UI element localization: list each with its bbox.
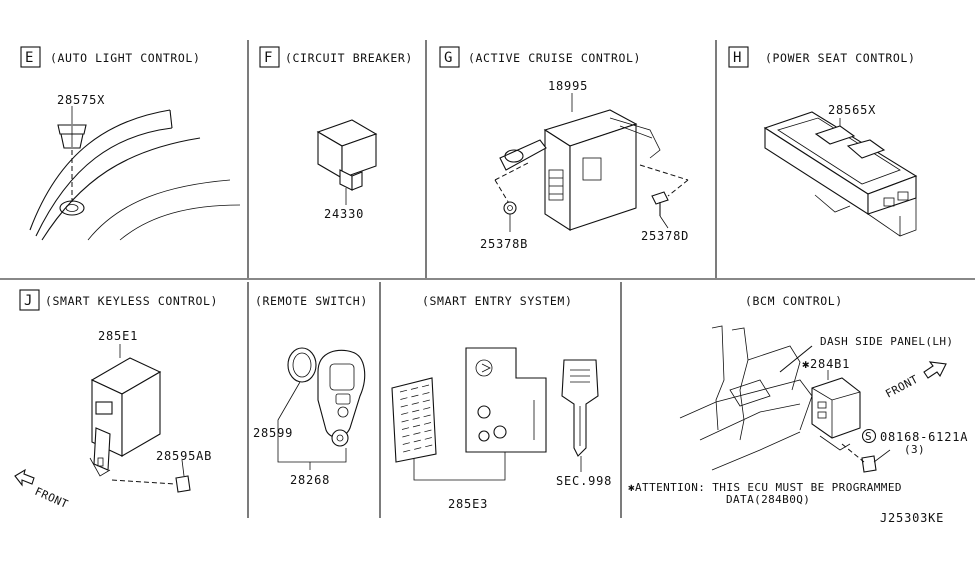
sheet-hatch-mark [412, 424, 421, 428]
section-j-title: (SMART KEYLESS CONTROL) [45, 294, 218, 308]
front-direction-label-j: FRONT [33, 485, 70, 511]
part-number-sec998: SEC.998 [556, 474, 612, 488]
section-j-letter: J [24, 293, 32, 309]
front-arrow-j: FRONT [14, 468, 70, 511]
section-bcm: (BCM CONTROL) DASH SIDE PANEL(LH) ✱284B1 [628, 294, 968, 506]
section-entry-title: (SMART ENTRY SYSTEM) [422, 294, 572, 308]
section-bcm-title: (BCM CONTROL) [745, 294, 843, 308]
circuit-breaker-illustration [316, 119, 378, 205]
smart-keyless-unit-illustration [89, 344, 191, 493]
section-h-title: (POWER SEAT CONTROL) [765, 51, 915, 65]
part-number-24330: 24330 [324, 207, 364, 221]
front-direction-label-bcm: FRONT [883, 373, 920, 401]
sheet-hatch-mark [400, 397, 408, 400]
section-j-letter-box [19, 289, 40, 311]
diagram-code: J25303KE [880, 511, 944, 525]
part-number-28599: 28599 [253, 426, 293, 440]
section-e-title: (AUTO LIGHT CONTROL) [50, 51, 200, 65]
part-number-28595ab: 28595AB [156, 449, 212, 463]
instruction-sheet-illustration [391, 377, 506, 481]
section-j: J (SMART KEYLESS CONTROL) 285E1 28595AB … [14, 289, 218, 511]
sheet-hatch-mark [402, 442, 410, 445]
sheet-hatch-mark [423, 422, 432, 425]
section-e: E (AUTO LIGHT CONTROL) 28575X [20, 46, 241, 241]
section-f-title: (CIRCUIT BREAKER) [285, 51, 413, 65]
screw-quantity: (3) [904, 443, 925, 456]
power-seat-control-unit-illustration [763, 111, 918, 237]
section-g-letter-box [439, 46, 460, 68]
attention-note-line2: DATA(284B0Q) [726, 493, 810, 506]
part-number-08168-6121a: 08168-6121A [880, 430, 968, 444]
screw-symbol: S [865, 430, 872, 443]
sheet-hatch-mark [413, 439, 421, 443]
sheet-hatch-mark [422, 392, 430, 395]
sheet-hatch-mark [411, 402, 419, 405]
part-number-285e1: 285E1 [98, 329, 138, 343]
section-e-letter: E [25, 50, 33, 66]
sheet-hatch-mark [414, 447, 422, 450]
part-number-28268: 28268 [290, 473, 330, 487]
part-number-284b1: ✱284B1 [802, 357, 850, 371]
part-number-25378d: 25378D [641, 229, 689, 243]
sheet-hatch-mark [413, 432, 421, 435]
dash-side-panel-label: DASH SIDE PANEL(LH) [820, 335, 953, 348]
sheet-hatch-mark [402, 434, 410, 438]
auto-light-sensor-illustration [29, 106, 241, 241]
section-h-letter-box [728, 46, 749, 68]
grid-lines [0, 40, 975, 518]
section-g: G (ACTIVE CRUISE CONTROL) 18995 [439, 46, 689, 251]
section-f-letter-box [259, 46, 280, 68]
sheet-hatch-mark [401, 427, 410, 430]
sheet-hatch-mark [421, 384, 430, 388]
sheet-hatch-mark [400, 404, 408, 408]
sheet-hatch-mark [412, 417, 420, 420]
part-number-18995: 18995 [548, 79, 588, 93]
part-number-25378b: 25378B [480, 237, 528, 251]
section-remote-switch: (REMOTE SWITCH) 28599 28268 [253, 294, 368, 487]
attention-note-line1: ✱ATTENTION: THIS ECU MUST BE PROGRAMMED [628, 481, 902, 494]
remote-key-illustration [277, 347, 366, 470]
mechanical-key-illustration [561, 359, 599, 472]
section-h-letter: H [733, 50, 741, 66]
screw-callout: S 08168-6121A (3) [861, 428, 968, 456]
sheet-hatch-mark [410, 387, 419, 390]
sheet-hatch-mark [423, 414, 431, 418]
screw-symbol-circle [861, 428, 877, 444]
section-g-title: (ACTIVE CRUISE CONTROL) [468, 51, 641, 65]
sheet-hatch-mark [403, 449, 411, 453]
part-number-28575x: 28575X [57, 93, 105, 107]
sheet-hatch-mark [422, 399, 430, 403]
sheet-hatch-mark [425, 444, 433, 448]
part-number-285e3: 285E3 [448, 497, 488, 511]
section-h: H (POWER SEAT CONTROL) 28565X [728, 46, 918, 237]
part-number-28565x: 28565X [828, 103, 876, 117]
sheet-hatch-mark [401, 412, 409, 415]
sheet-hatch-mark [423, 407, 431, 410]
dash-side-panel-illustration [679, 325, 891, 473]
sheet-hatch-mark [411, 394, 419, 398]
cruise-control-unit-illustration [494, 93, 689, 232]
section-f: F (CIRCUIT BREAKER) 24330 [259, 46, 413, 221]
section-e-letter-box [20, 46, 41, 68]
sheet-hatch-mark [424, 437, 432, 440]
section-g-letter: G [444, 50, 452, 66]
sheet-hatch-mark [412, 409, 420, 413]
section-f-letter: F [264, 50, 272, 66]
key-card-illustration [465, 347, 547, 453]
front-arrow-bcm: FRONT [883, 361, 947, 401]
section-remote-title: (REMOTE SWITCH) [255, 294, 368, 308]
sheet-hatch-mark [424, 429, 432, 433]
sheet-hatch-mark [401, 419, 409, 423]
section-smart-entry: (SMART ENTRY SYSTEM) 285E3 SEC.998 [391, 294, 612, 511]
sheet-hatch-mark [399, 389, 408, 393]
